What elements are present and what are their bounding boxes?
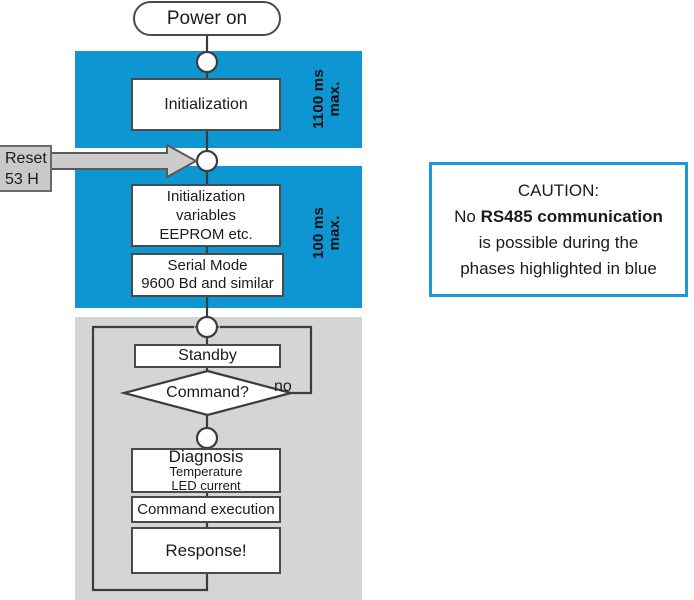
node-variables-line1: Initialization [166, 188, 246, 205]
node-diagnosis-line2: Temperature [169, 464, 243, 479]
timing-label-variables: 100 ms max. [310, 173, 343, 293]
node-command-execution[interactable]: Command execution [131, 496, 281, 523]
node-decision-label: Command? [166, 384, 249, 401]
caution-line2: No RS485 communication [454, 204, 663, 230]
timing-1100-line1: 1100 ms [310, 69, 327, 129]
node-command-decision[interactable]: Command? [124, 371, 291, 415]
node-standby-label: Standby [178, 347, 237, 364]
reset-line1: Reset [5, 149, 47, 167]
node-diagnosis-line3: LED current [171, 478, 241, 493]
timing-1100-line2: max. [326, 81, 343, 117]
node-diagnosis[interactable]: Diagnosis Temperature LED current [131, 448, 281, 493]
reset-line2: 53 H [5, 170, 39, 188]
node-command-execution-label: Command execution [137, 501, 275, 518]
timing-label-initialization: 1100 ms max. [310, 56, 343, 142]
caution-line3: is possible during the [478, 232, 639, 252]
timing-100-line1: 100 ms [310, 206, 327, 260]
node-decision-label-wrap: Command? [124, 371, 291, 415]
timing-100-line2: max. [326, 215, 343, 251]
reset-callout[interactable]: Reset 53 H [0, 145, 52, 192]
node-variables-line3: EEPROM etc. [159, 226, 253, 243]
node-response[interactable]: Response! [131, 527, 281, 574]
node-response-label: Response! [165, 540, 247, 560]
node-initialization[interactable]: Initialization [131, 78, 281, 131]
node-diagnosis-title: Diagnosis [168, 447, 244, 466]
node-power-on-label: Power on [166, 7, 248, 29]
edge-label-no: no [274, 378, 292, 395]
caution-line2-prefix: No [454, 206, 481, 226]
node-initialization-variables[interactable]: Initialization variables EEPROM etc. [131, 184, 281, 247]
node-power-on[interactable]: Power on [133, 1, 281, 36]
caution-line2-bold: RS485 communication [480, 206, 663, 226]
node-serial-mode-line2: 9600 Bd and similar [141, 275, 274, 292]
node-variables-line2: variables [175, 207, 237, 224]
node-serial-mode[interactable]: Serial Mode 9600 Bd and similar [131, 253, 284, 297]
caution-note: CAUTION: No RS485 communication is possi… [429, 162, 688, 297]
caution-line4: phases highlighted in blue [460, 258, 657, 278]
node-standby[interactable]: Standby [134, 344, 281, 368]
caution-line1: CAUTION: [517, 180, 600, 200]
node-serial-mode-line1: Serial Mode [167, 257, 248, 274]
node-initialization-label: Initialization [164, 95, 248, 113]
